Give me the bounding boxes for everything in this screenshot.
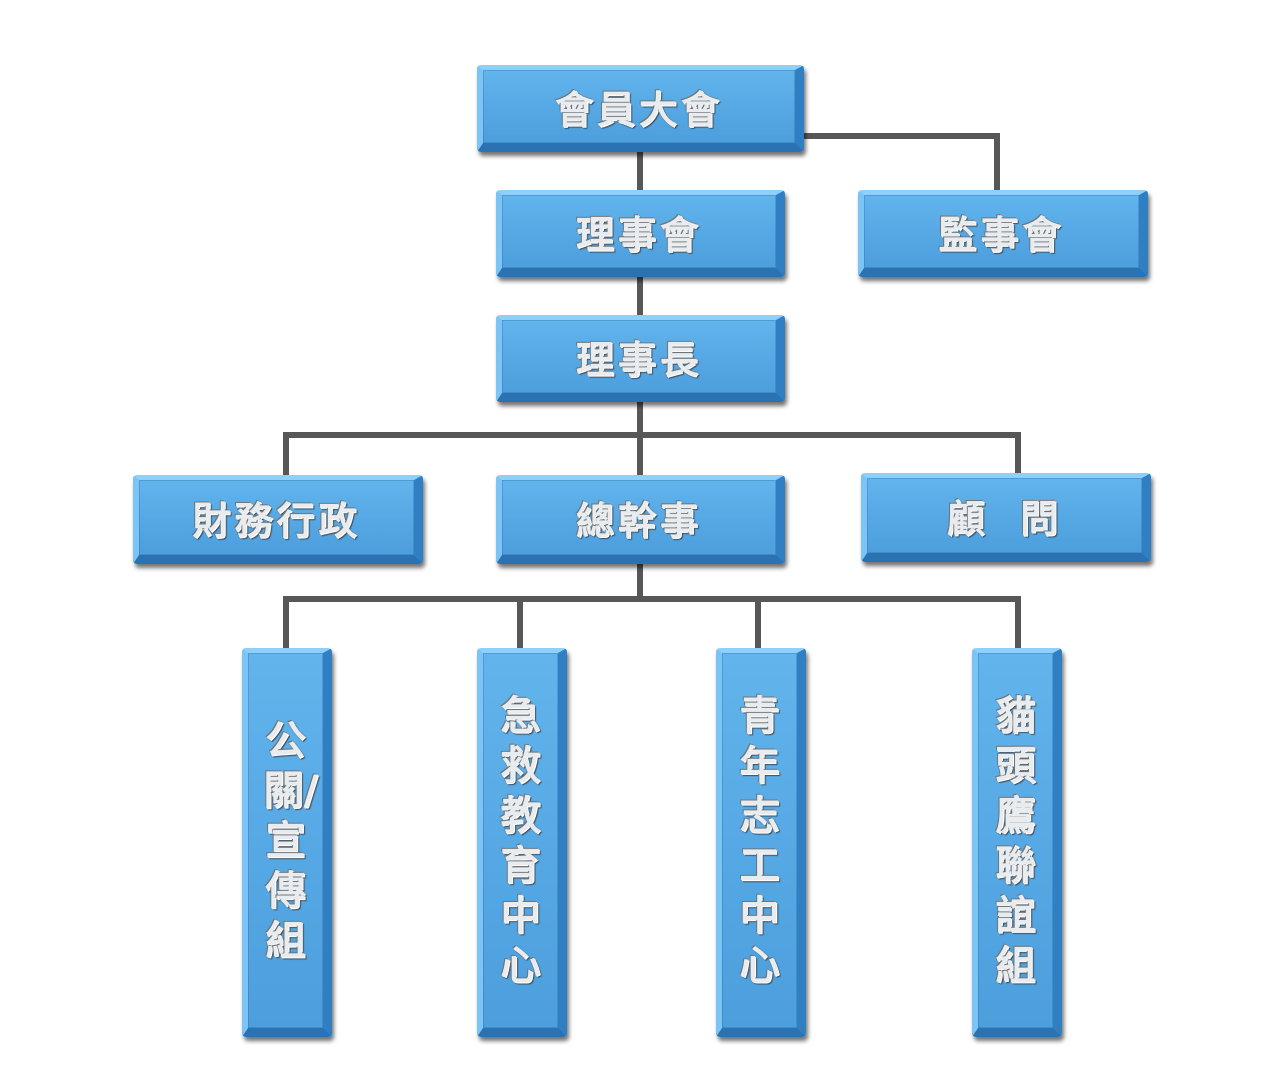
- connector-branch-firstaid: [517, 596, 523, 651]
- node-advisor: 顧 問: [861, 473, 1151, 562]
- node-label: 理事長: [575, 338, 702, 382]
- node-label: 理事會: [575, 213, 702, 257]
- node-pr-publicity: 公關/宣傳組: [242, 648, 332, 1037]
- connector-assembly-supervisors-h: [800, 133, 1000, 139]
- node-first-aid-center: 急救教育中心: [477, 648, 567, 1037]
- node-board-of-directors: 理事會: [496, 190, 785, 277]
- connector-branch-youth: [755, 596, 761, 651]
- connector-directors-chairman: [637, 275, 643, 317]
- node-label: 監事會: [938, 213, 1065, 257]
- node-label: 公關/宣傳組: [263, 717, 319, 964]
- node-label: 顧 問: [946, 497, 1063, 541]
- node-label: 財務行政: [192, 499, 361, 543]
- node-label: 急救教育中心: [500, 692, 541, 989]
- connector-secretary-branch-h: [283, 596, 1021, 602]
- connector-chairman-branch-h: [283, 432, 1021, 438]
- connector-assembly-supervisors-v: [994, 133, 1000, 190]
- node-youth-volunteer-center: 青年志工中心: [716, 648, 806, 1037]
- connector-assembly-directors: [637, 150, 643, 195]
- node-secretary-general: 總幹事: [496, 475, 785, 564]
- connector-branch-pr: [283, 596, 289, 651]
- node-owl-fellowship: 貓頭鷹聯誼組: [972, 648, 1062, 1037]
- node-label: 會員大會: [554, 88, 723, 132]
- connector-chairman-down: [637, 400, 643, 478]
- connector-branch-finance: [283, 432, 289, 478]
- connector-branch-advisor: [1015, 432, 1021, 476]
- node-label: 青年志工中心: [739, 692, 780, 989]
- connector-branch-owl: [1015, 596, 1021, 651]
- node-label: 貓頭鷹聯誼組: [995, 692, 1036, 989]
- node-board-of-supervisors: 監事會: [858, 190, 1148, 277]
- node-finance-admin: 財務行政: [133, 475, 423, 564]
- connector-secretary-down: [637, 560, 643, 602]
- node-general-assembly: 會員大會: [477, 65, 804, 152]
- node-chairman: 理事長: [496, 315, 785, 402]
- node-label: 總幹事: [575, 499, 702, 543]
